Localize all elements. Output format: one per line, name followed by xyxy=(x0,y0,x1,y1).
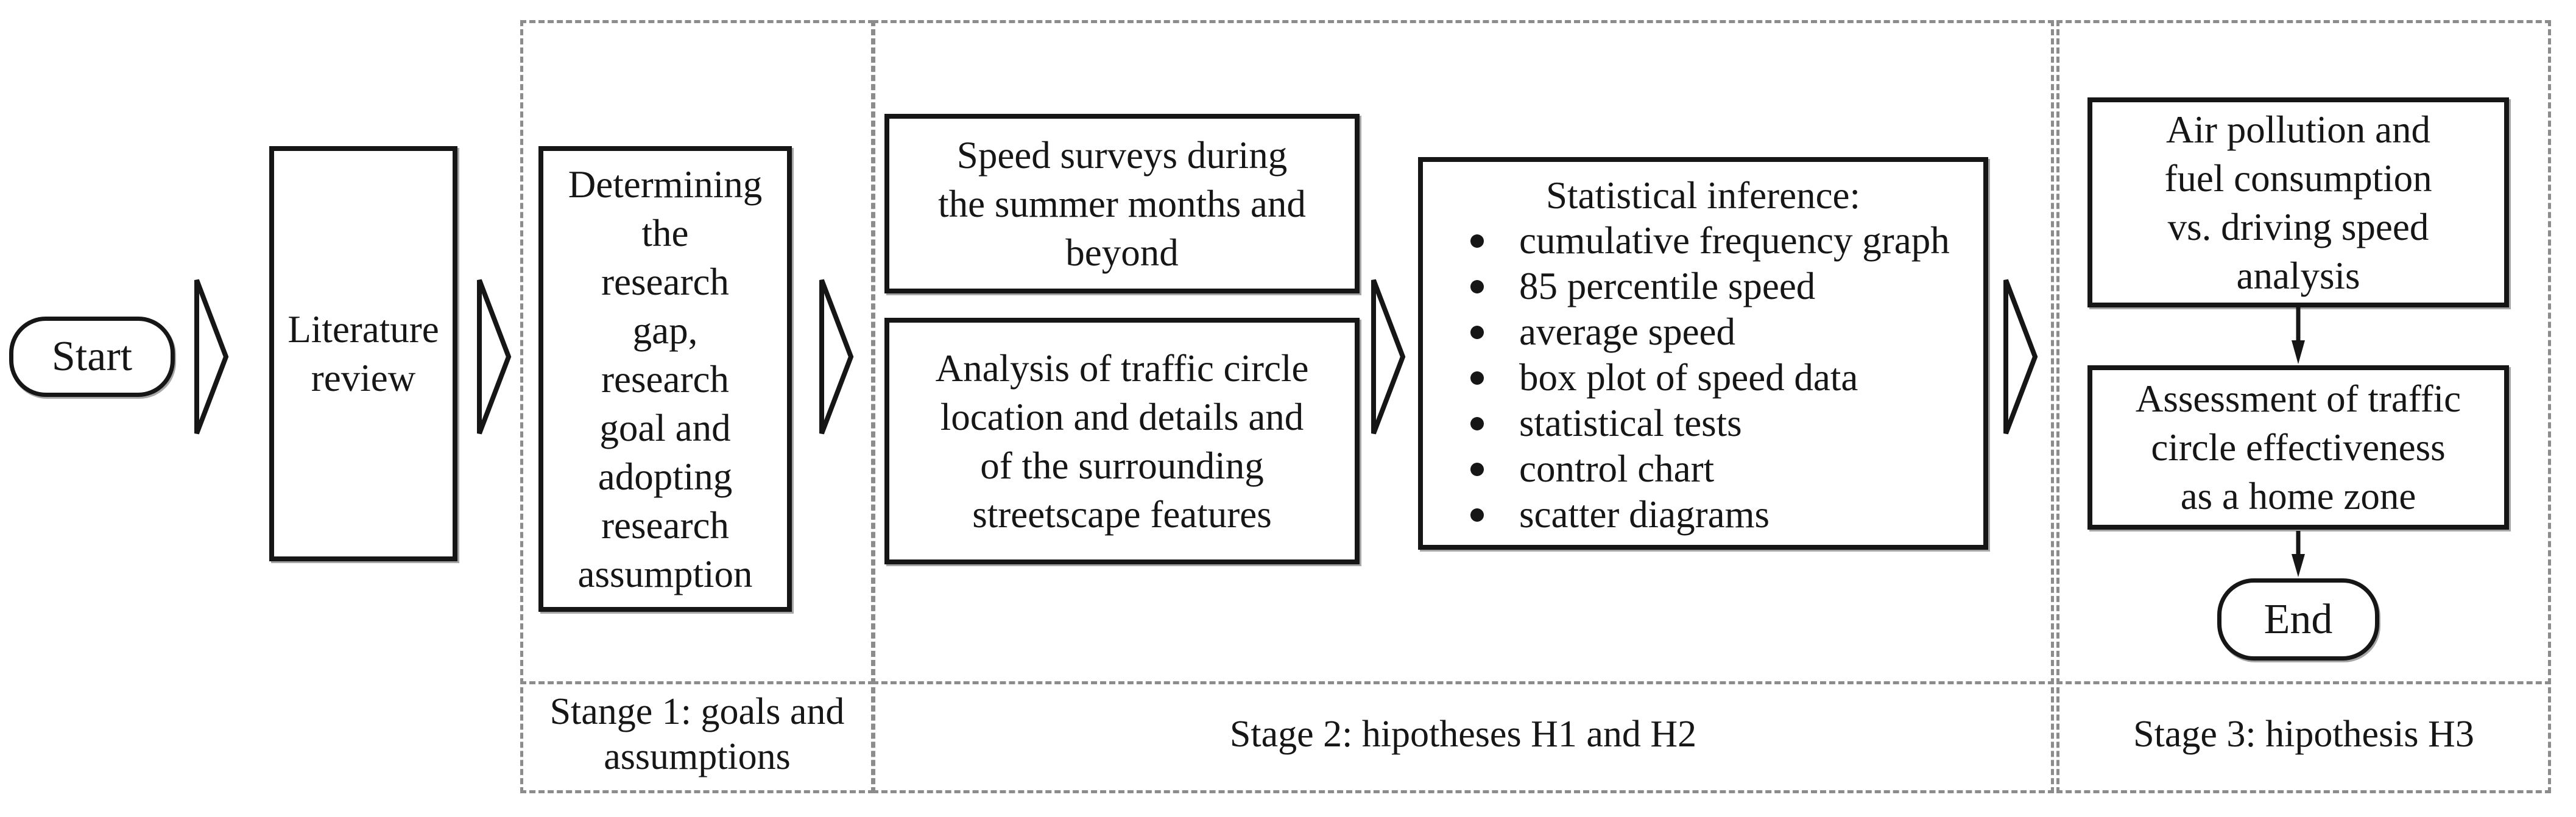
down-arrow-icon xyxy=(2292,531,2305,577)
literature-review-label: Literature review xyxy=(288,308,439,399)
stage3-label: Stage 3: hipothesis H3 xyxy=(2133,714,2474,755)
list-item: statistical tests xyxy=(1435,401,1971,446)
list-item-label: box plot of speed data xyxy=(1519,356,1858,399)
stage2-region xyxy=(872,20,2054,684)
list-item: box plot of speed data xyxy=(1435,355,1971,401)
end-node-label: End xyxy=(2264,595,2333,643)
assessment-effectiveness-label: Assessment of traffic circle effectivene… xyxy=(2135,377,2461,517)
flow-arrow-icon xyxy=(1371,279,1406,435)
list-item-label: control chart xyxy=(1519,447,1715,490)
stage1-label: Stange 1: goals and assumptions xyxy=(549,691,845,777)
list-item-label: cumulative frequency graph xyxy=(1519,219,1950,262)
bullet-icon xyxy=(1470,508,1484,522)
list-item: 85 percentile speed xyxy=(1435,264,1971,309)
stage2-label-strip: Stage 2: hipotheses H1 and H2 xyxy=(872,678,2054,793)
bullet-icon xyxy=(1470,279,1484,293)
list-item: cumulative frequency graph xyxy=(1435,218,1971,264)
list-item-label: average speed xyxy=(1519,310,1736,353)
stage1-label-strip: Stange 1: goals and assumptions xyxy=(520,678,874,793)
determining-research-gap-label: Determining the research gap, research g… xyxy=(568,163,763,595)
stage3-label-strip: Stage 3: hipothesis H3 xyxy=(2056,678,2551,793)
bullet-icon xyxy=(1470,234,1484,248)
start-node-label: Start xyxy=(51,333,133,380)
end-node: End xyxy=(2217,578,2379,661)
air-pollution-analysis-label: Air pollution and fuel consumption vs. d… xyxy=(2164,108,2432,297)
flow-arrow-icon xyxy=(477,279,512,435)
statistical-inference-list: cumulative frequency graph 85 percentile… xyxy=(1435,218,1971,538)
flow-arrow-icon xyxy=(2003,279,2038,435)
flow-arrow-icon xyxy=(194,279,229,435)
bullet-icon xyxy=(1470,416,1484,430)
speed-surveys-label: Speed surveys during the summer months a… xyxy=(938,133,1306,274)
traffic-circle-analysis-box: Analysis of traffic circle location and … xyxy=(884,318,1360,564)
bullet-icon xyxy=(1470,325,1484,339)
list-item-label: statistical tests xyxy=(1519,402,1742,444)
assessment-effectiveness-box: Assessment of traffic circle effectivene… xyxy=(2087,365,2509,530)
speed-surveys-box: Speed surveys during the summer months a… xyxy=(884,114,1360,293)
bullet-icon xyxy=(1470,371,1484,385)
traffic-circle-analysis-label: Analysis of traffic circle location and … xyxy=(935,346,1309,536)
determining-research-gap-box: Determining the research gap, research g… xyxy=(538,146,792,612)
bullet-icon xyxy=(1470,462,1484,476)
start-node: Start xyxy=(9,317,175,397)
list-item-label: 85 percentile speed xyxy=(1519,265,1816,307)
list-item: control chart xyxy=(1435,446,1971,492)
statistical-inference-box: Statistical inference: cumulative freque… xyxy=(1418,157,1988,550)
list-item: average speed xyxy=(1435,309,1971,355)
list-item-label: scatter diagrams xyxy=(1519,493,1770,536)
literature-review-box: Literature review xyxy=(269,146,457,561)
flow-arrow-icon xyxy=(819,279,854,435)
stage2-label: Stage 2: hipotheses H1 and H2 xyxy=(1229,714,1697,755)
statistical-inference-title: Statistical inference: xyxy=(1545,174,1861,217)
air-pollution-analysis-box: Air pollution and fuel consumption vs. d… xyxy=(2087,97,2509,307)
down-arrow-icon xyxy=(2292,307,2305,364)
list-item: scatter diagrams xyxy=(1435,492,1971,538)
stage3-region xyxy=(2056,20,2551,684)
